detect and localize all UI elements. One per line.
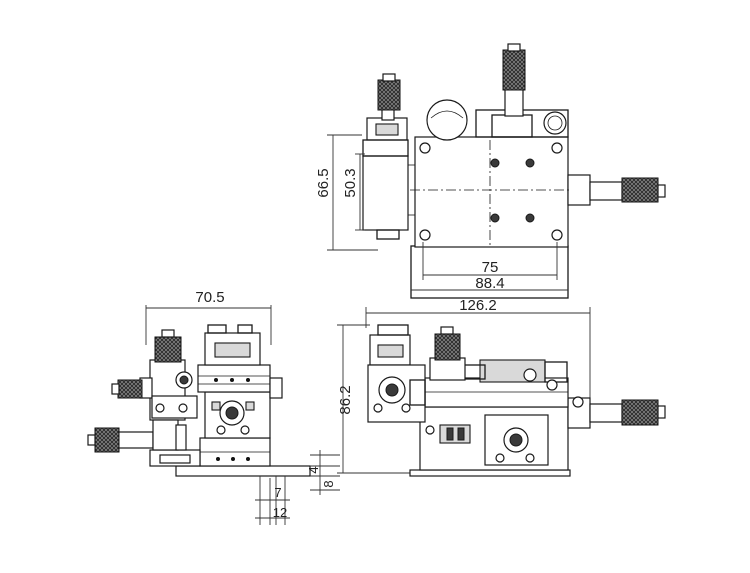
- dim-12: 12: [273, 505, 287, 520]
- right-micrometer-knob: [621, 177, 659, 203]
- side-micrometer-low-knob: [94, 427, 120, 453]
- side-view: 70.5: [87, 289, 340, 525]
- top-micrometer-knob: [502, 49, 526, 91]
- top-micrometer-barrel: [504, 87, 524, 117]
- front-base-plate: [409, 469, 571, 477]
- dim-50-3: 50.3: [342, 168, 359, 197]
- lock-wheel: [426, 99, 468, 141]
- dim-4: 4: [306, 466, 321, 473]
- dim-66-5: 66.5: [315, 168, 332, 197]
- right-micrometer-holder: [567, 174, 591, 206]
- top-view: 66.5 50.3 75 88.4: [315, 43, 666, 299]
- dim-126-2: 126.2: [459, 297, 497, 314]
- dim-7: 7: [274, 485, 281, 500]
- dim-75: 75: [482, 259, 499, 276]
- dim-86-2: 86.2: [337, 385, 354, 414]
- front-view: 86.2: [337, 324, 666, 477]
- mounting-holes: [419, 142, 563, 241]
- dim-8: 8: [321, 480, 336, 487]
- dim-126-2-group: 126.2: [365, 297, 591, 400]
- left-micrometer-knob: [377, 79, 401, 111]
- dim-88-4: 88.4: [475, 275, 504, 292]
- dim-70-5: 70.5: [195, 289, 224, 306]
- side-base-plate: [175, 465, 311, 477]
- side-micrometer-mid-knob: [117, 379, 143, 399]
- left-actuator-body: [362, 155, 409, 231]
- front-micrometer-knob: [621, 399, 659, 426]
- front-top-micrometer-knob: [434, 333, 461, 361]
- top-carriage: [414, 136, 569, 248]
- side-micrometer-top-knob: [154, 336, 182, 363]
